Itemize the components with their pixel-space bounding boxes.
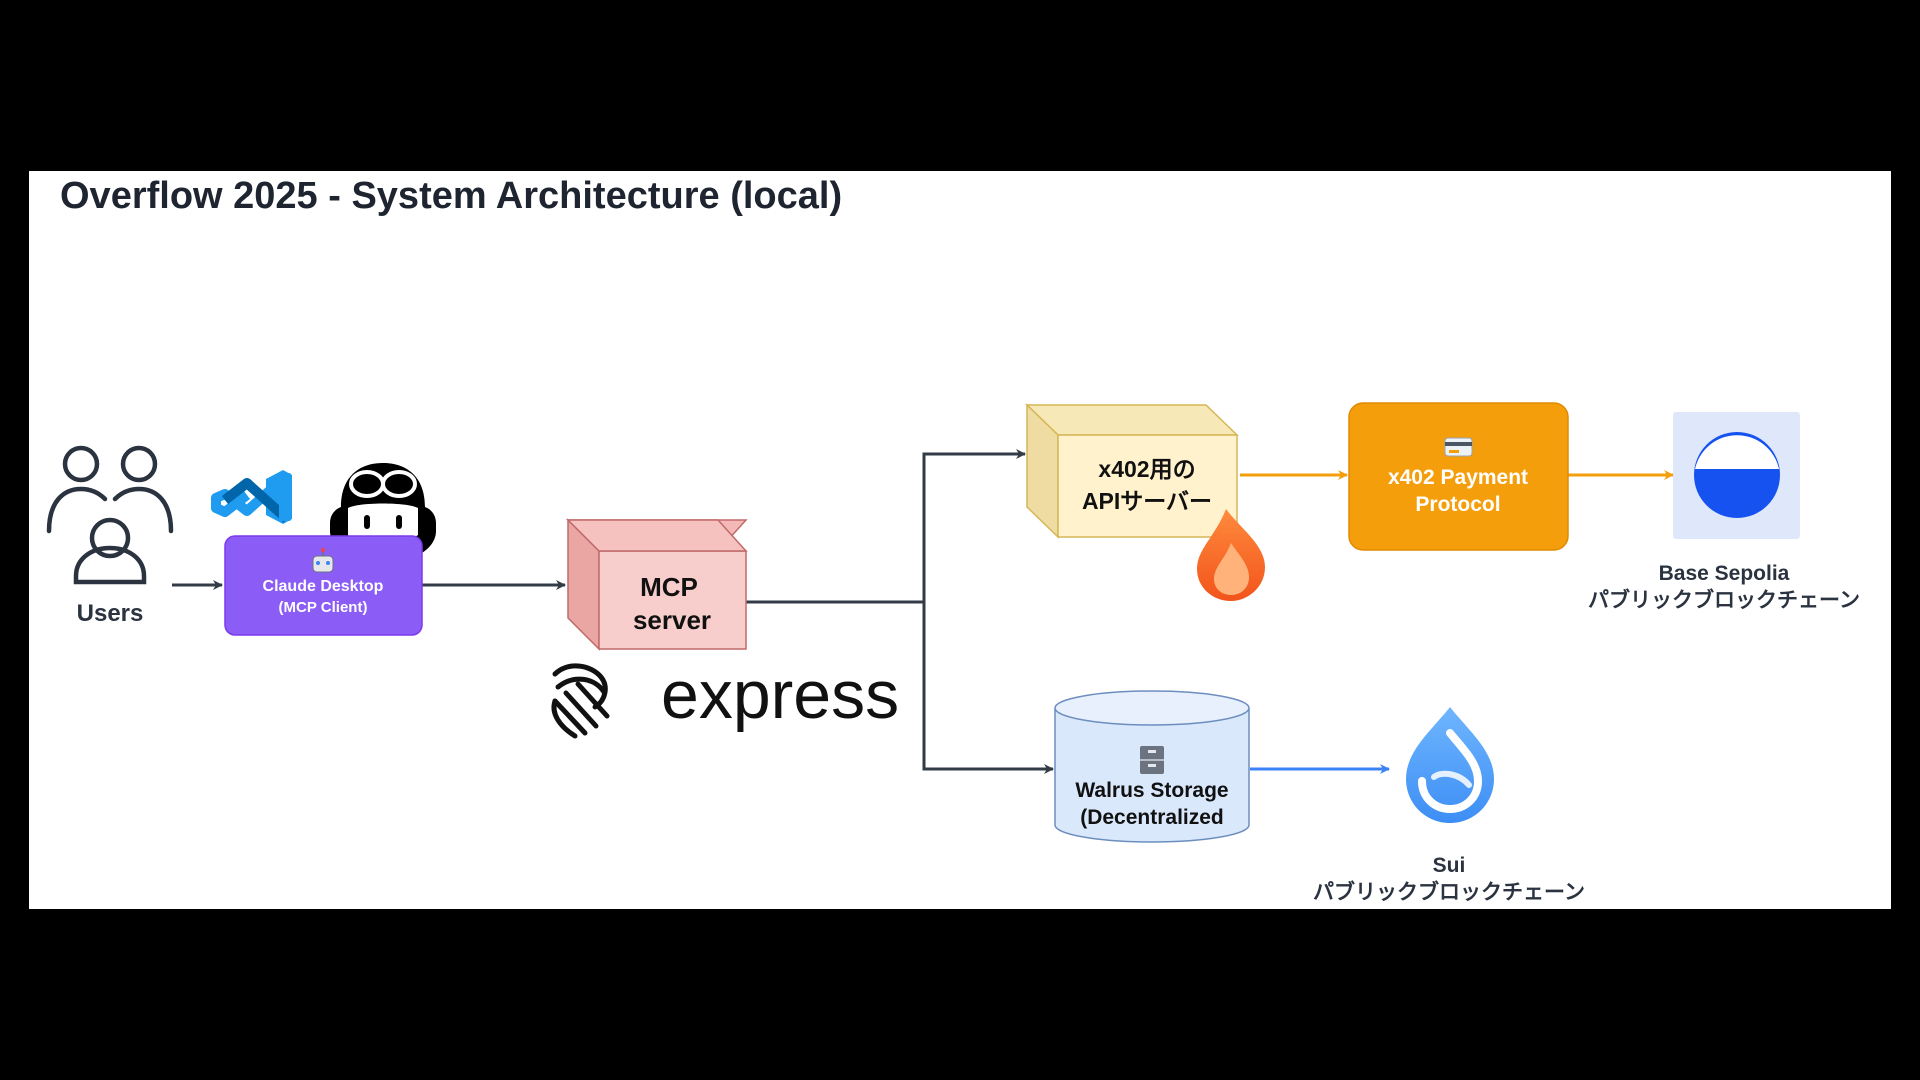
sui-label: Sui xyxy=(1433,854,1466,877)
api-server-node[interactable]: x402用の APIサーバー xyxy=(1025,403,1239,539)
walrus-storage-sublabel: (Decentralized xyxy=(1080,806,1224,829)
flame-icon xyxy=(1197,509,1265,601)
walrus-storage-label: Walrus Storage xyxy=(1075,779,1228,802)
sui-sublabel: パブリックブロックチェーン xyxy=(1313,880,1585,904)
claude-desktop-label: Claude Desktop xyxy=(263,578,384,595)
vscode-logo xyxy=(211,470,292,524)
sui-node: Sui パブリックブロックチェーン xyxy=(1313,707,1585,904)
claude-desktop-node[interactable]: Claude Desktop (MCP Client) xyxy=(224,535,423,636)
payment-protocol-node[interactable]: x402 Payment Protocol xyxy=(1348,402,1569,551)
users-node: Users xyxy=(46,445,174,627)
mcp-server-label: MCP xyxy=(640,572,698,602)
api-server-label: x402用の xyxy=(1098,456,1195,482)
base-sepolia-label: Base Sepolia xyxy=(1659,562,1790,585)
base-sepolia-sublabel: パブリックブロックチェーン xyxy=(1588,588,1860,612)
mcp-server-node[interactable]: MCP server xyxy=(566,518,748,651)
payment-protocol-label: x402 Payment xyxy=(1388,466,1528,489)
file-cabinet-icon xyxy=(1140,746,1164,774)
express-icon xyxy=(551,663,610,739)
payment-protocol-sublabel: Protocol xyxy=(1415,493,1500,516)
robot-icon xyxy=(312,548,334,573)
diagram-canvas: Overflow 2025 - System Architecture (loc… xyxy=(29,171,1891,909)
express-logo: express xyxy=(551,657,899,739)
edge-mcp-to-api xyxy=(746,449,1026,604)
page-title: Overflow 2025 - System Architecture (loc… xyxy=(60,175,843,217)
edges xyxy=(172,449,1674,774)
walrus-storage-node[interactable]: Walrus Storage (Decentralized xyxy=(1054,690,1250,843)
credit-card-icon xyxy=(1444,437,1473,457)
sui-logo xyxy=(1406,707,1494,823)
users-label: Users xyxy=(77,600,144,627)
express-label: express xyxy=(661,657,899,733)
base-sepolia-node: Base Sepolia パブリックブロックチェーン xyxy=(1588,412,1860,612)
claude-desktop-sublabel: (MCP Client) xyxy=(279,599,368,616)
api-server-sublabel: APIサーバー xyxy=(1082,488,1212,514)
edge-mcp-to-walrus xyxy=(922,602,1054,774)
users-icon xyxy=(46,445,174,585)
architecture-diagram: Users xyxy=(46,402,1860,904)
mcp-server-sublabel: server xyxy=(633,605,711,635)
